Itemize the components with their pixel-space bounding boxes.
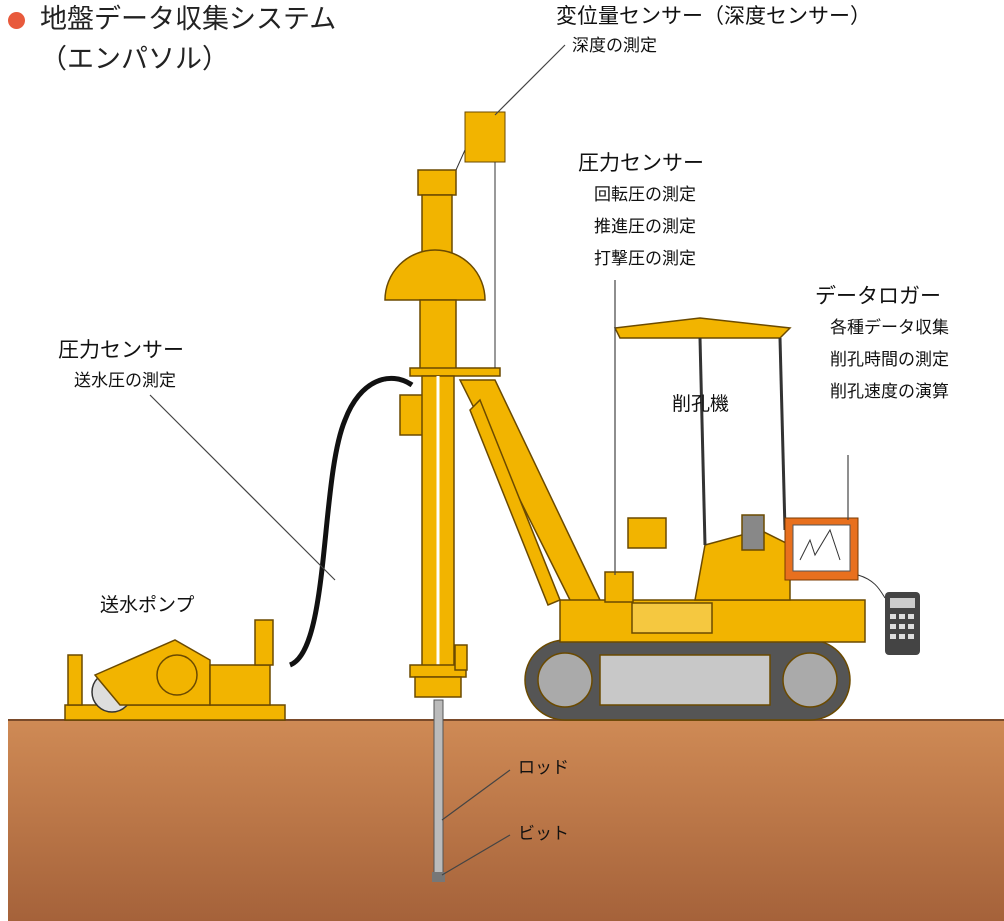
water-pump-label: 送水ポンプ [100, 594, 195, 616]
title-line1: 地盤データ収集システム [40, 4, 337, 35]
water-pressure-item: 送水圧の測定 [74, 371, 176, 391]
depth-sensor-label: 変位量センサー（深度センサー） [556, 4, 871, 28]
data-logger [784, 517, 859, 581]
rig-pressure-item: 打撃圧の測定 [594, 249, 696, 269]
bullet-dot [8, 12, 25, 29]
data-logger-item: 各種データ収集 [830, 318, 949, 338]
leader-lines [149, 44, 849, 876]
water-pump [64, 619, 286, 721]
ground [8, 720, 1004, 921]
rig-pressure-item: 回転圧の測定 [594, 185, 696, 205]
data-logger-label: データロガー [815, 284, 941, 308]
depth-sensor-item: 深度の測定 [572, 36, 657, 56]
rod [432, 699, 445, 882]
rig-pressure-sensor-label: 圧力センサー [578, 151, 704, 175]
rod-label: ロッド [518, 758, 569, 778]
drill-machine-label: 削孔機 [672, 393, 730, 415]
data-logger-item: 削孔時間の測定 [830, 350, 949, 370]
depth-sensor [455, 111, 506, 368]
excavator-boom [458, 379, 602, 611]
title-line2: （エンパソル） [40, 44, 229, 75]
handheld-terminal [885, 592, 920, 655]
water-pressure-sensor-label: 圧力センサー [58, 338, 184, 362]
drill-mast [384, 169, 501, 698]
bit-label: ビット [518, 824, 569, 844]
water-hose [288, 375, 414, 668]
drill-machine [524, 317, 866, 721]
rig-pressure-item: 推進圧の測定 [594, 217, 696, 237]
data-logger-item: 削孔速度の演算 [830, 382, 949, 402]
